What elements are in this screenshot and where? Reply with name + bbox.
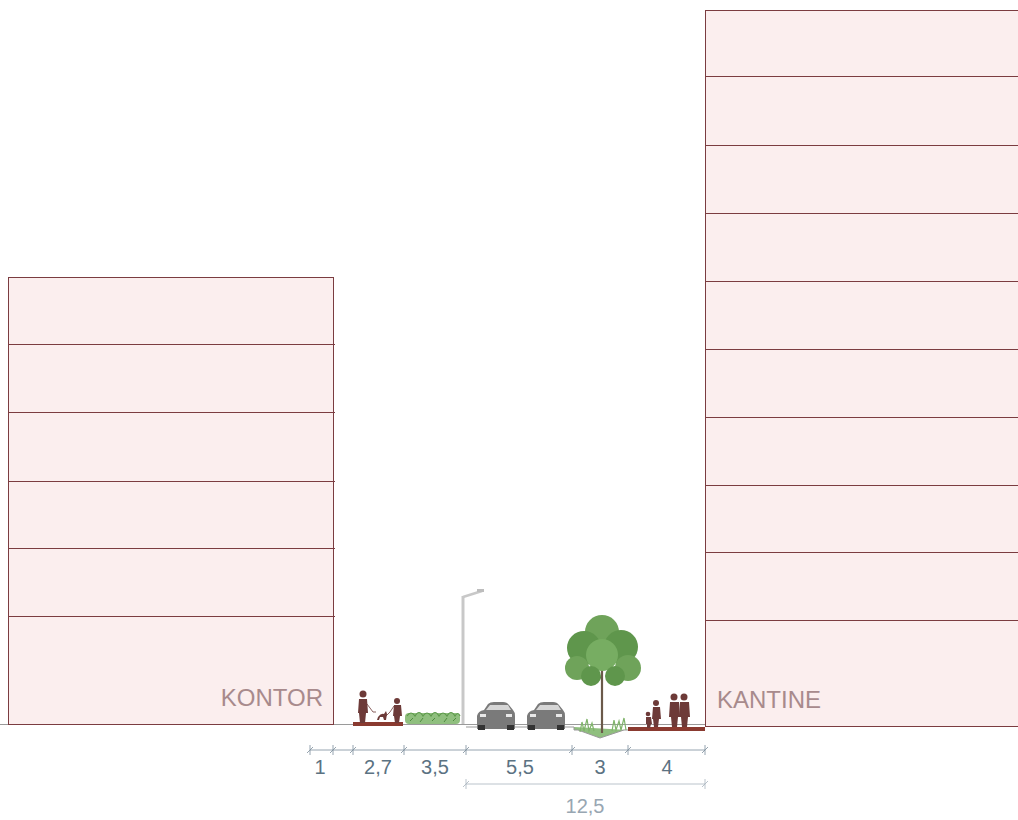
- hedge: [405, 713, 460, 725]
- dimension-label: 5,5: [506, 757, 534, 777]
- building: KANTINE: [705, 10, 1018, 727]
- building-name: KONTOR: [221, 686, 323, 710]
- dimension-line: [463, 779, 708, 789]
- dimension-label: 2,7: [364, 757, 392, 777]
- dimension-label: 1: [314, 757, 325, 777]
- floor-line: [9, 412, 335, 413]
- sidewalk: [628, 727, 705, 731]
- floor-line: [706, 213, 1018, 214]
- floor-line: [706, 620, 1018, 621]
- dimension-label: 3,5: [421, 757, 449, 777]
- floor-line: [706, 417, 1018, 418]
- dimension-label: 12,5: [566, 796, 605, 816]
- floor-lines: [706, 11, 1018, 728]
- floor-lines: [9, 278, 335, 726]
- tree: [565, 615, 641, 733]
- car: [477, 702, 515, 730]
- street-lamp: [463, 589, 484, 724]
- floor-line: [706, 485, 1018, 486]
- floor-line: [706, 552, 1018, 553]
- floor-line: [706, 349, 1018, 350]
- car: [527, 702, 565, 730]
- floor-line: [9, 616, 335, 617]
- pedestrians: [358, 691, 402, 724]
- floor-line: [706, 145, 1018, 146]
- dimension-line: [307, 745, 708, 755]
- dimension-label: 4: [661, 757, 672, 777]
- floor-line: [9, 481, 335, 482]
- floor-line: [9, 548, 335, 549]
- pedestrians: [646, 694, 690, 729]
- floor-line: [9, 344, 335, 345]
- building: KONTOR: [8, 277, 334, 725]
- floor-line: [706, 76, 1018, 77]
- floor-line: [706, 281, 1018, 282]
- building-name: KANTINE: [717, 688, 821, 712]
- dimension-label: 3: [594, 757, 605, 777]
